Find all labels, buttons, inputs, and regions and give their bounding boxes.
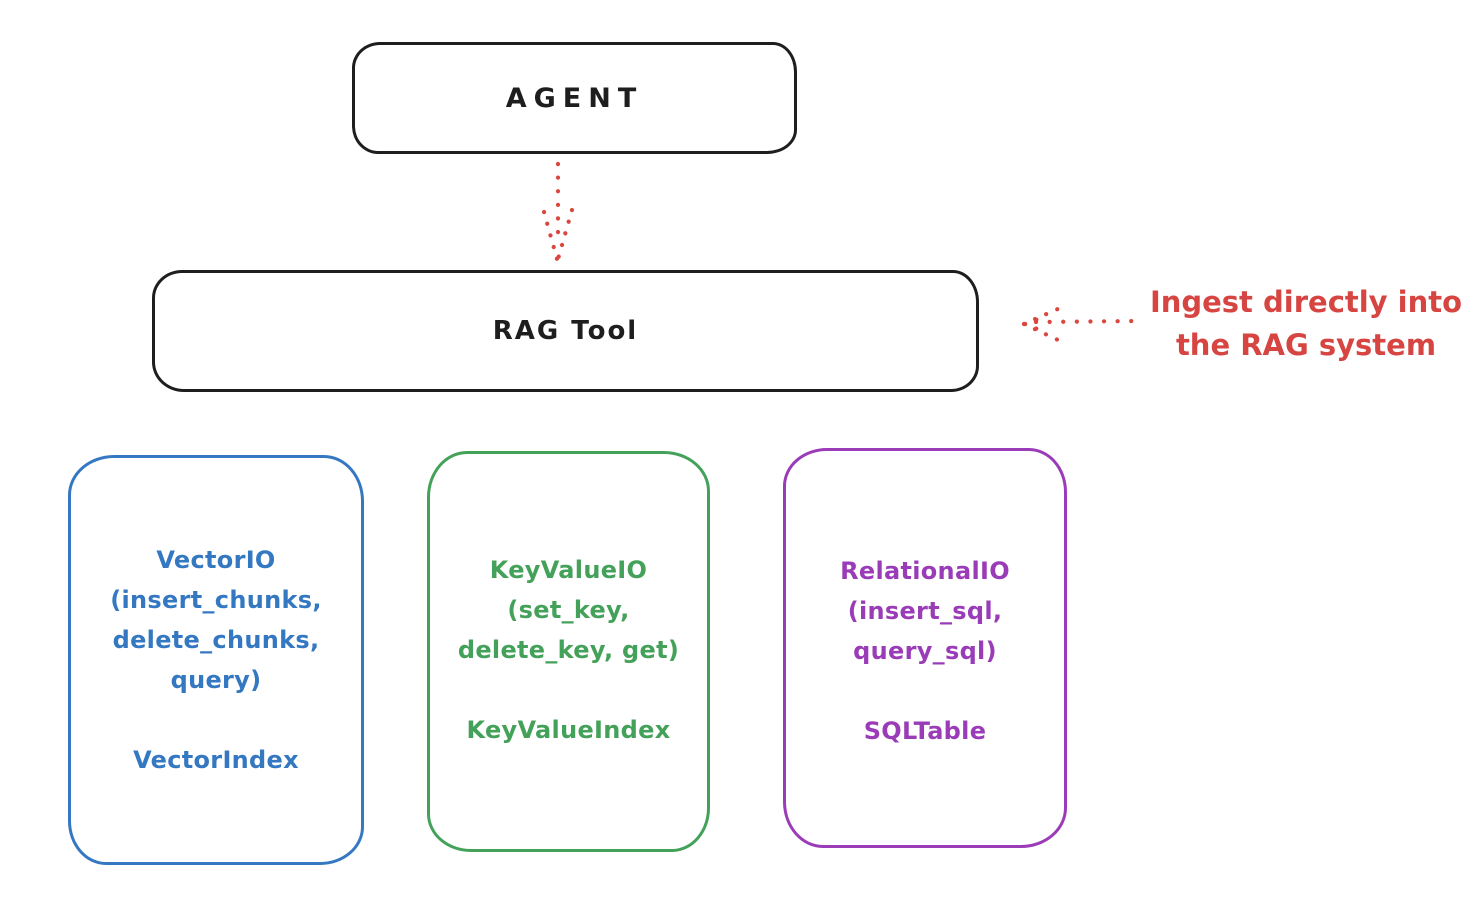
- agent-to-rag-arrow-icon: [541, 161, 575, 262]
- vector-index-label: VectorIndex: [133, 746, 299, 774]
- rag-tool-node: RAG Tool: [152, 270, 979, 392]
- vector-io-body: VectorIO (insert_chunks, delete_chunks, …: [110, 546, 322, 694]
- ingest-annotation: Ingest directly into the RAG system: [1149, 285, 1463, 362]
- ingest-arrow-icon: [1021, 305, 1141, 343]
- relational-io-node: RelationalIO (insert_sql, query_sql) SQL…: [783, 448, 1067, 848]
- relational-io-body: RelationalIO (insert_sql, query_sql): [840, 557, 1010, 665]
- keyvalue-index-label: KeyValueIndex: [466, 716, 671, 744]
- keyvalue-io-node: KeyValueIO (set_key, delete_key, get) Ke…: [427, 451, 710, 852]
- vector-io-node: VectorIO (insert_chunks, delete_chunks, …: [68, 455, 364, 865]
- agent-label: AGENT: [505, 82, 644, 114]
- keyvalue-io-body: KeyValueIO (set_key, delete_key, get): [457, 556, 680, 664]
- rag-tool-label: RAG Tool: [492, 316, 639, 346]
- sqltable-label: SQLTable: [863, 717, 987, 745]
- agent-node: AGENT: [352, 42, 797, 154]
